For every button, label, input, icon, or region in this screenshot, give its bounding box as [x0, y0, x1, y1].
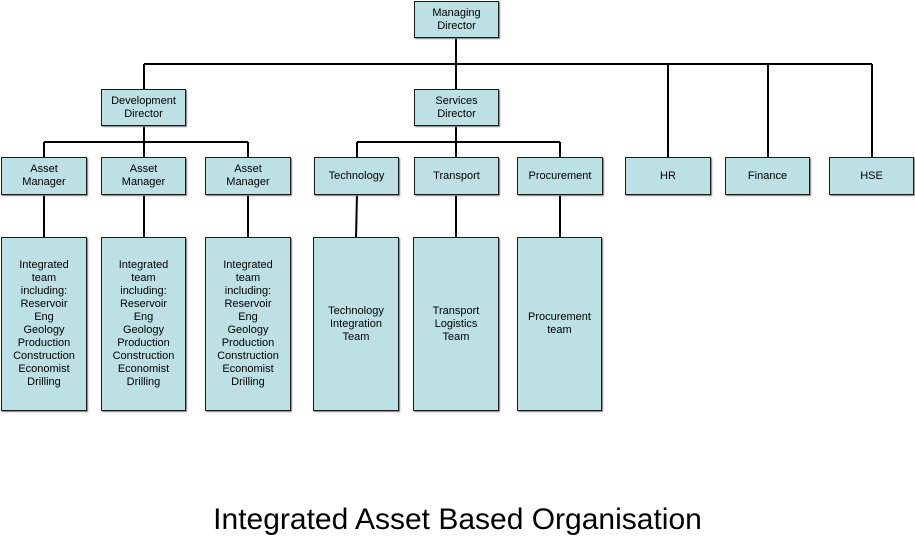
- services-director-label: Services Director: [435, 94, 478, 120]
- asset-manager-box-2: Asset Manager: [101, 157, 186, 195]
- diagram-title: Integrated Asset Based Organisation: [213, 503, 702, 536]
- transport-team-label: Transport Logistics Team: [432, 304, 480, 343]
- finance-box: Finance: [725, 157, 810, 195]
- finance-label: Finance: [747, 169, 788, 182]
- development-director-label: Development Director: [111, 94, 176, 120]
- asset-manager-box-1: Asset Manager: [1, 157, 87, 195]
- asset-manager-label-3: Asset Manager: [226, 163, 270, 188]
- technology-label: Technology: [328, 169, 385, 182]
- technology-team-label: Technology Integration Team: [328, 304, 384, 343]
- integrated-team-box-2: Integrated team including: Reservoir Eng…: [101, 237, 186, 411]
- services-director-box: Services Director: [414, 89, 499, 126]
- hr-box: HR: [625, 157, 711, 195]
- integrated-team-label-3: Integrated team including: Reservoir Eng…: [217, 259, 279, 388]
- hse-box: HSE: [829, 157, 914, 195]
- technology-team-box: Technology Integration Team: [313, 237, 399, 411]
- asset-manager-label-1: Asset Manager: [22, 163, 66, 188]
- integrated-team-label-2: Integrated team including: Reservoir Eng…: [112, 259, 175, 388]
- development-director-box: Development Director: [101, 89, 186, 126]
- managing-director-label: Managing Director: [432, 6, 481, 32]
- technology-box: Technology: [314, 157, 399, 195]
- procurement-team-box: Procurement team: [517, 237, 602, 411]
- asset-manager-label-2: Asset Manager: [121, 163, 166, 188]
- procurement-box: Procurement: [517, 157, 603, 195]
- hr-label: HR: [660, 169, 676, 182]
- integrated-team-label-1: Integrated team including: Reservoir Eng…: [13, 259, 75, 388]
- procurement-team-label: Procurement team: [528, 311, 591, 336]
- integrated-team-box-1: Integrated team including: Reservoir Eng…: [1, 237, 87, 411]
- hse-label: HSE: [860, 169, 883, 182]
- transport-box: Transport: [414, 157, 499, 195]
- transport-label: Transport: [433, 169, 480, 182]
- managing-director-box: Managing Director: [414, 1, 499, 38]
- asset-manager-box-3: Asset Manager: [205, 157, 291, 195]
- transport-team-box: Transport Logistics Team: [413, 237, 499, 411]
- procurement-label: Procurement: [528, 169, 592, 182]
- integrated-team-box-3: Integrated team including: Reservoir Eng…: [205, 237, 291, 411]
